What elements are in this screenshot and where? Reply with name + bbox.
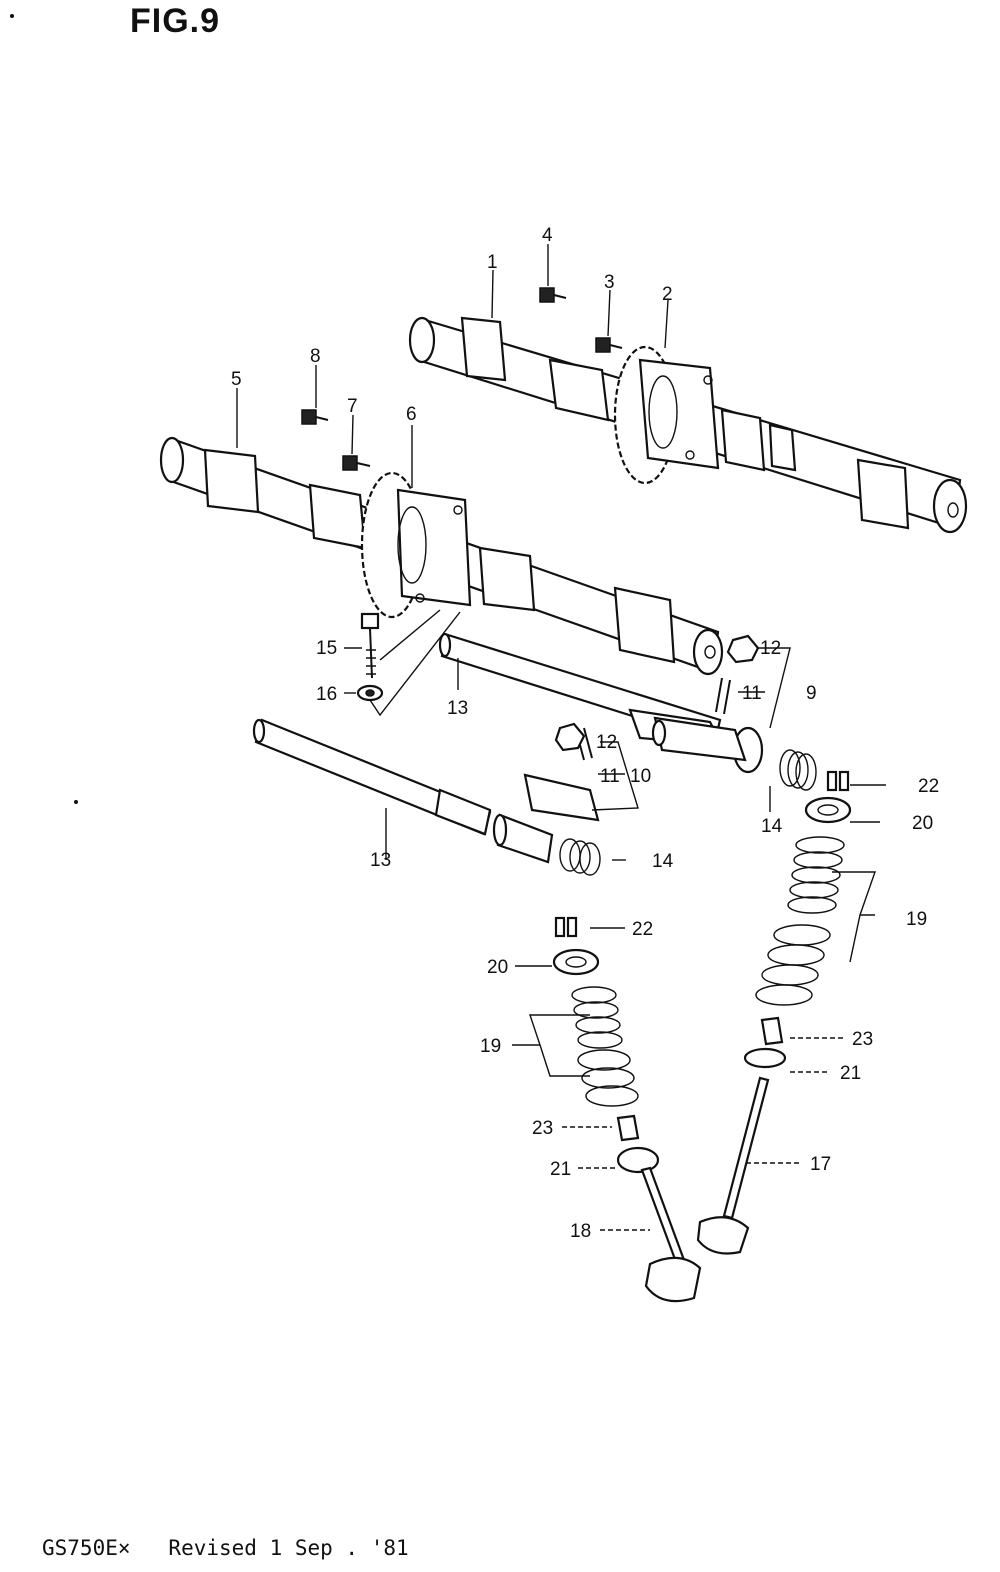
callout-18: 18: [570, 1221, 591, 1242]
callout-11-lower: 11: [600, 766, 620, 787]
callout-8: 8: [310, 346, 321, 367]
adjust-screw-11-upper: [715, 677, 731, 715]
callout-23-right: 23: [852, 1029, 873, 1050]
valve-cotter-22-left: [554, 916, 578, 938]
callout-1: 1: [487, 252, 498, 273]
callout-21-right: 21: [840, 1063, 861, 1084]
callout-19-right: 19: [906, 909, 927, 930]
callout-12-upper: 12: [760, 638, 781, 659]
callout-21-left: 21: [550, 1159, 571, 1180]
callout-labels: 1 2 3 4 5 6 7 8 9 10 11 11 12 12 13 13 1…: [231, 225, 939, 1242]
callout-16: 16: [316, 684, 337, 705]
valve-17: [696, 1076, 770, 1255]
callout-22-right: 22: [918, 776, 939, 797]
callout-2: 2: [662, 284, 673, 305]
callout-10: 10: [630, 766, 651, 787]
callout-7: 7: [347, 396, 358, 417]
sprocket-bolt-3: [595, 337, 623, 353]
callout-4: 4: [542, 225, 553, 246]
spring-seat-21-left: [616, 1146, 660, 1174]
spring-retainer-20-left: [552, 948, 600, 976]
bolt-15: [360, 612, 380, 679]
callout-3: 3: [604, 272, 615, 293]
lock-nut-12-lower: [554, 722, 586, 752]
callout-17: 17: [810, 1154, 831, 1175]
sprocket-bolt-7: [342, 455, 371, 471]
callout-9: 9: [806, 683, 817, 704]
callout-22-left: 22: [632, 919, 653, 940]
leader-lines: [236, 244, 886, 1231]
callout-13-lower: 13: [370, 850, 391, 871]
oil-seal-23-right: [760, 1016, 784, 1046]
callout-11-upper: 11: [742, 683, 762, 704]
sprocket-bolt-8: [301, 409, 329, 425]
oil-seal-23-left: [616, 1114, 640, 1142]
rocker-spring-14-right: [779, 749, 817, 791]
callout-14-left: 14: [652, 851, 674, 872]
rocker-arm-10: [492, 773, 600, 864]
valve-cotter-22-right: [826, 770, 850, 792]
callout-23-left: 23: [532, 1118, 553, 1139]
washer-16: [356, 684, 384, 702]
figure-title: FIG.9: [130, 2, 221, 40]
spring-retainer-20-right: [804, 796, 852, 824]
valve-springs-19-right: [755, 836, 845, 1006]
callout-20-right: 20: [912, 813, 933, 834]
sprocket-bolt-4: [539, 287, 567, 303]
callout-5: 5: [231, 369, 242, 390]
camshaft-sprocket-lower: [360, 471, 472, 619]
callout-20-left: 20: [487, 957, 508, 978]
callout-6: 6: [406, 404, 417, 425]
revision-footer: GS750E× Revised 1 Sep . '81: [42, 1536, 409, 1560]
valve-18: [640, 1166, 702, 1303]
camshaft-sprocket-upper: [613, 345, 720, 485]
rocker-spring-14-left: [559, 838, 601, 876]
callout-19-left: 19: [480, 1036, 501, 1057]
valve-springs-19-left: [571, 986, 639, 1107]
callout-15: 15: [316, 638, 337, 659]
lock-nut-12-upper: [726, 634, 760, 664]
callout-12-lower: 12: [596, 732, 617, 753]
callout-14-right: 14: [761, 816, 783, 837]
rocker-arm-9: [651, 716, 747, 762]
callout-13-upper: 13: [447, 698, 468, 719]
rocker-shaft-lower: [252, 718, 492, 836]
spring-seat-21-right: [743, 1047, 787, 1069]
